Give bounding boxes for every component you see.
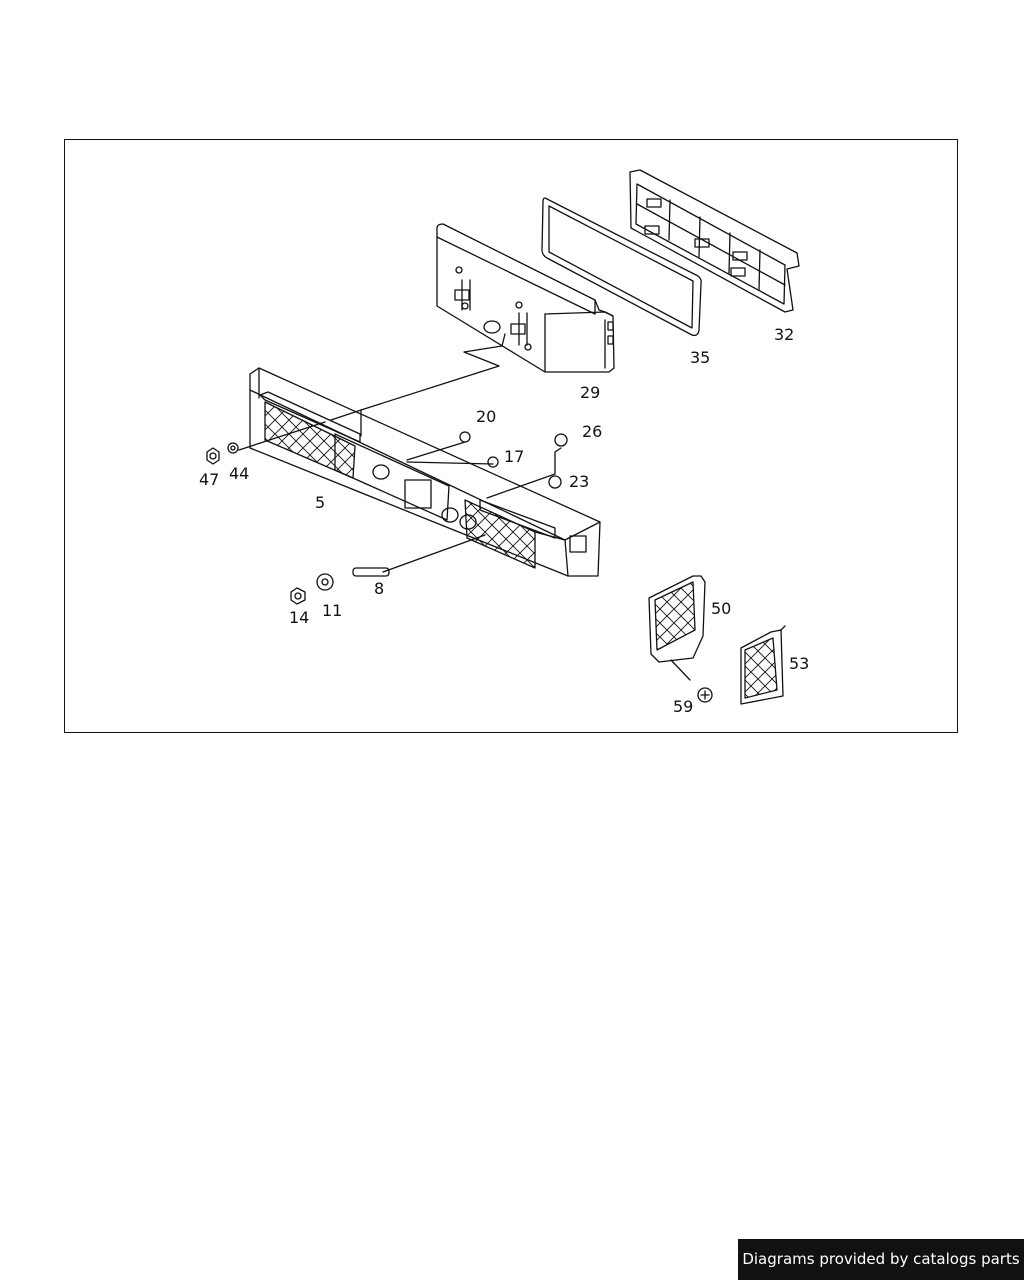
part-5-lamp-carrier (249, 367, 601, 577)
label-5: 5 (315, 493, 325, 512)
credit-banner: Diagrams provided by catalogs parts (738, 1239, 1024, 1280)
label-59: 59 (673, 697, 693, 716)
part-35-gasket (541, 197, 702, 337)
label-53: 53 (789, 654, 809, 673)
leaders (238, 421, 691, 681)
label-32: 32 (774, 325, 794, 344)
hardware (206, 431, 568, 605)
label-35: 35 (690, 348, 710, 367)
label-17: 17 (504, 447, 524, 466)
label-11: 11 (322, 601, 342, 620)
part-32-grille (629, 169, 800, 313)
part-29-lens (436, 223, 615, 373)
label-47: 47 (199, 470, 219, 489)
label-14: 14 (289, 608, 309, 627)
part-53-marker (740, 625, 786, 705)
label-23: 23 (569, 472, 589, 491)
part-number-labels: 5 8 11 14 17 20 23 26 29 32 35 44 47 50 … (199, 325, 809, 716)
parts-diagram: 5 8 11 14 17 20 23 26 29 32 35 44 47 50 … (64, 139, 958, 733)
label-8: 8 (374, 579, 384, 598)
label-29: 29 (580, 383, 600, 402)
label-20: 20 (476, 407, 496, 426)
label-44: 44 (229, 464, 249, 483)
label-26: 26 (582, 422, 602, 441)
part-50-reflector (648, 575, 713, 703)
leader-29 (360, 333, 506, 411)
label-50: 50 (711, 599, 731, 618)
